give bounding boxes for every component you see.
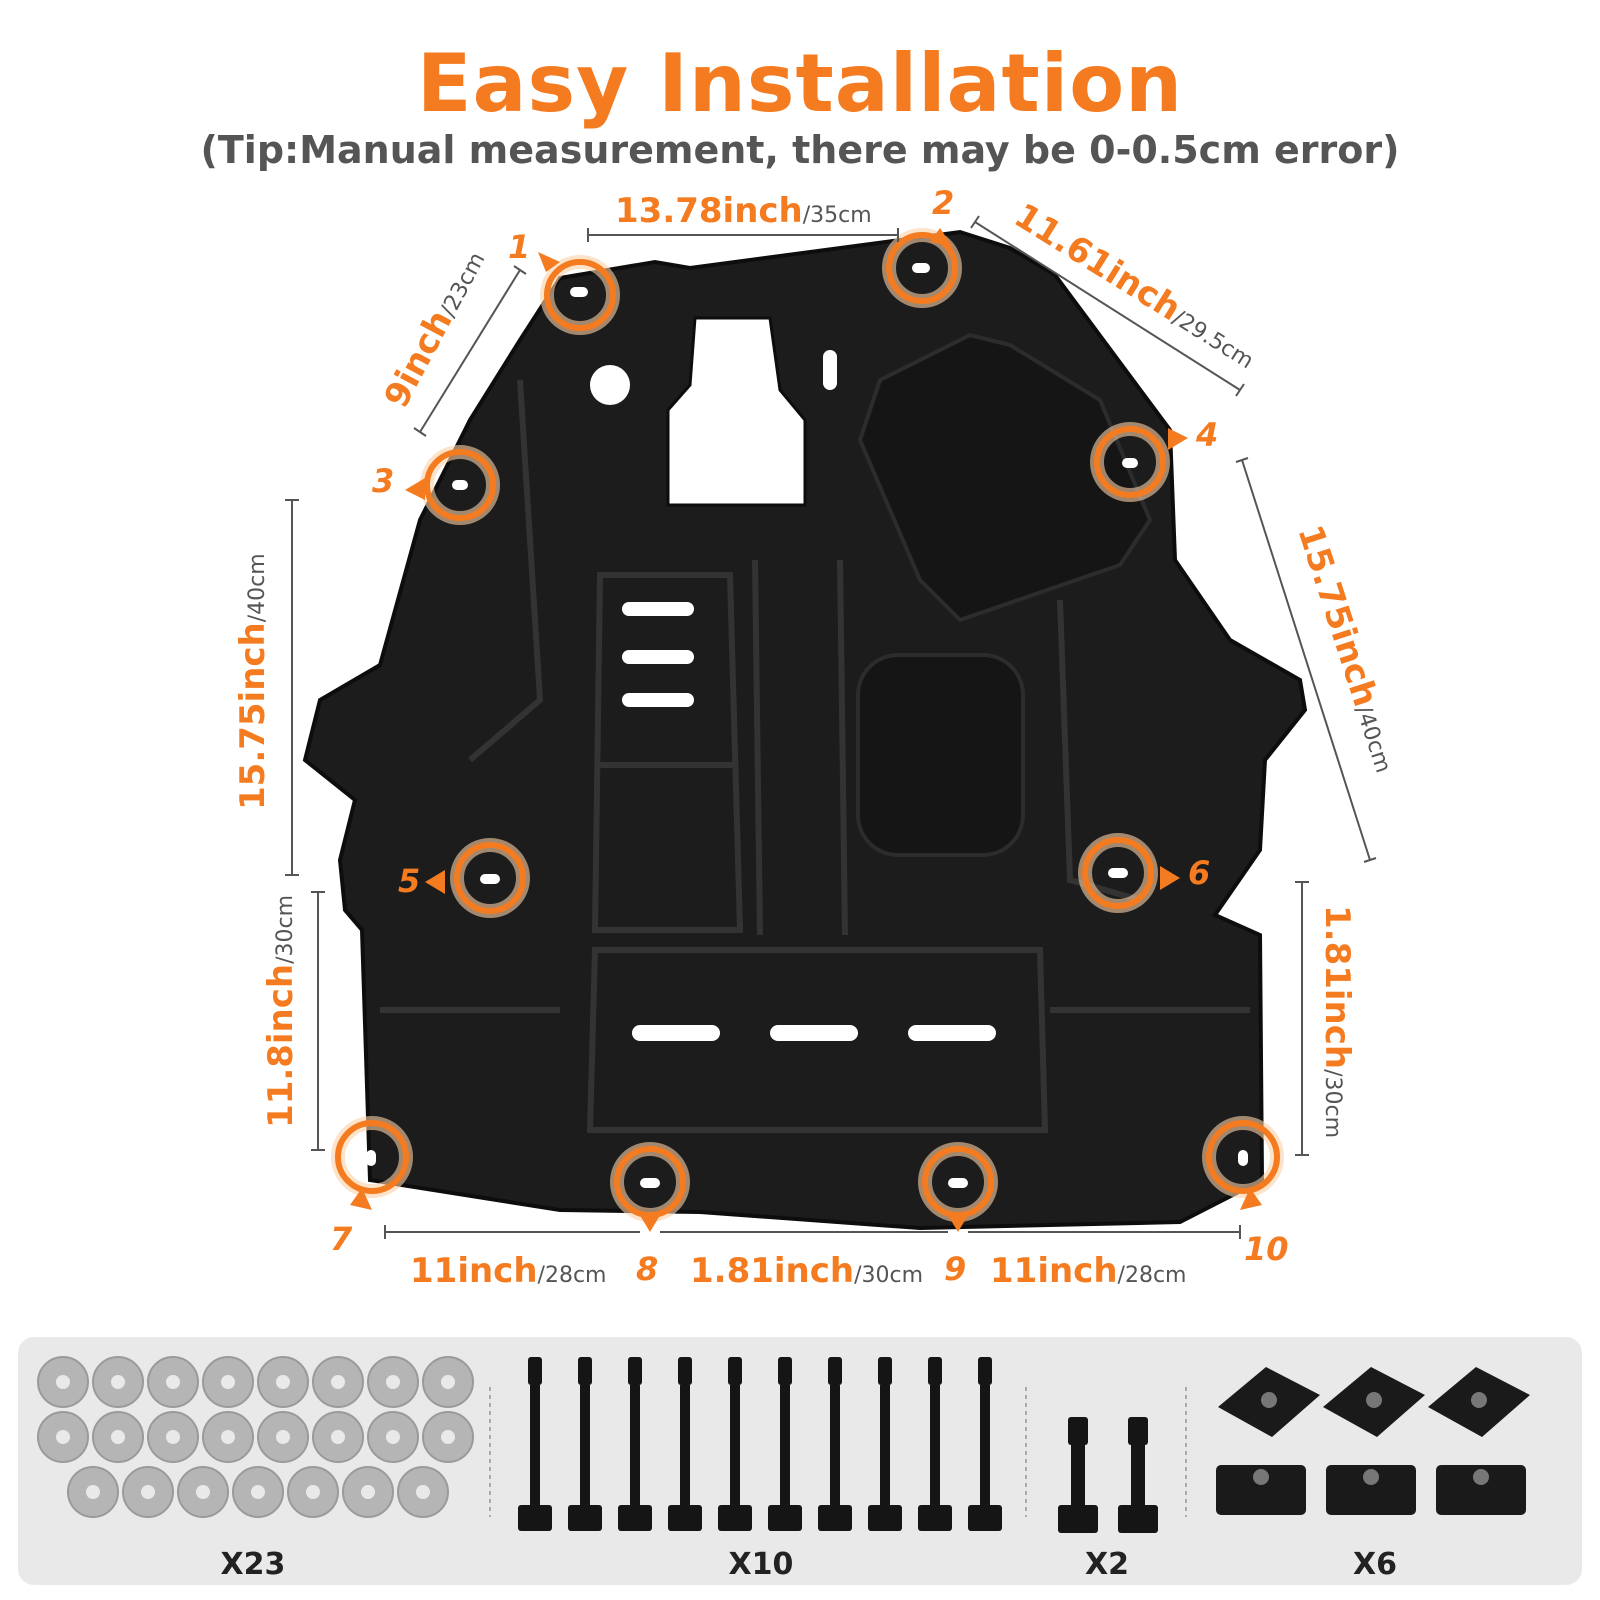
mount-label-7: 7 xyxy=(330,1220,353,1258)
dimension-lines xyxy=(285,215,1377,1239)
long-bolt-count: X10 xyxy=(728,1547,794,1582)
mount-label-4: 4 xyxy=(1195,416,1218,454)
dim-bottom-left: 11inch/28cm xyxy=(410,1251,606,1291)
round-hole xyxy=(590,365,630,405)
mount-ring-1 xyxy=(540,255,620,335)
page-subtitle: (Tip:Manual measurement, there may be 0-… xyxy=(200,128,1400,172)
washer-icon xyxy=(37,1356,474,1518)
skid-plate-diagram: 1 2 3 4 5 6 7 8 9 10 13.78inch/35cm 9inc… xyxy=(233,184,1406,1291)
page-title: Easy Installation xyxy=(416,37,1184,130)
mount-label-8: 8 xyxy=(636,1250,658,1288)
dim-top: 13.78inch/35cm xyxy=(615,191,872,231)
mount-ring-5 xyxy=(450,838,530,918)
mount-ring-2 xyxy=(882,228,962,308)
u-nut-clip-icon xyxy=(1216,1367,1530,1515)
bolt-icon xyxy=(518,1357,1002,1531)
skid-plate xyxy=(302,229,1308,1231)
dim-left-lower: 11.8inch/30cm xyxy=(261,895,301,1128)
short-bolt-icon xyxy=(1058,1417,1158,1533)
mount-rings xyxy=(331,228,1284,1222)
mount-label-6: 6 xyxy=(1188,854,1210,892)
washer-count: X23 xyxy=(220,1547,286,1582)
mount-label-9: 9 xyxy=(944,1250,966,1288)
mount-label-3: 3 xyxy=(372,462,394,500)
dim-upper-left: 9inch/23cm xyxy=(377,243,493,414)
dim-bottom-middle: 1.81inch/30cm xyxy=(690,1251,923,1291)
plate-embossing xyxy=(380,379,1250,1133)
mount-ring-3 xyxy=(420,445,500,525)
dim-bottom-right: 11inch/28cm xyxy=(990,1251,1186,1291)
dim-right-lower: 1.81inch/30cm xyxy=(1317,905,1357,1138)
filter-access-panel xyxy=(856,653,1025,857)
ring-arrows xyxy=(350,228,1262,1232)
hardware-illustration xyxy=(37,1356,1530,1533)
short-bolt-count: X2 xyxy=(1084,1547,1129,1582)
mount-label-10: 10 xyxy=(1244,1230,1289,1268)
mount-label-2: 2 xyxy=(932,184,954,222)
oil-access-panel xyxy=(857,332,1153,623)
slot-hole xyxy=(823,350,837,390)
service-cutout xyxy=(666,316,807,507)
mount-ring-4 xyxy=(1090,422,1170,502)
vent-slots xyxy=(622,602,996,1041)
dim-left-upper: 15.75inch/40cm xyxy=(233,553,273,810)
mount-ring-10 xyxy=(1202,1116,1284,1198)
hardware-kit-panel: X23 X10 X2 X6 xyxy=(18,1337,1582,1585)
clip-count: X6 xyxy=(1352,1547,1397,1582)
mount-label-5: 5 xyxy=(398,862,420,900)
mount-ring-7 xyxy=(331,1116,413,1198)
mount-label-1: 1 xyxy=(508,228,530,266)
mount-ring-6 xyxy=(1078,833,1158,913)
dim-right-upper: 15.75inch/40cm xyxy=(1289,520,1406,776)
